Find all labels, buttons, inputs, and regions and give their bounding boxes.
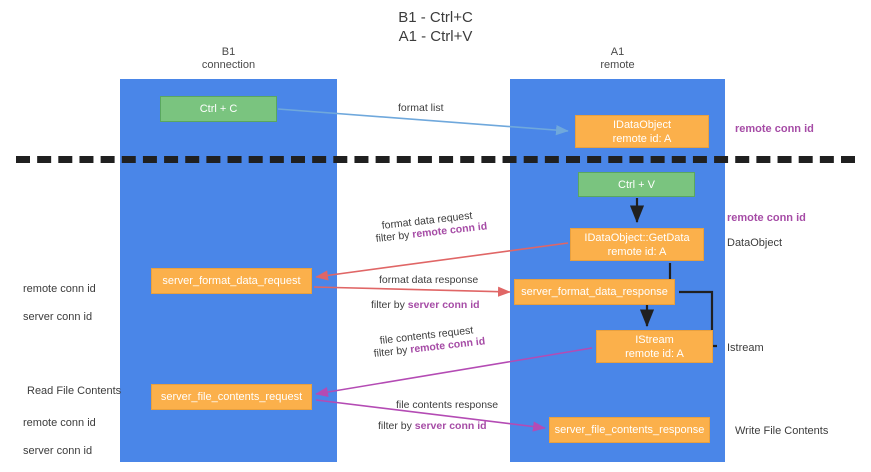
annotation-write-file-contents: Write File Contents (735, 425, 829, 437)
edge-label-format-list: format list (398, 102, 444, 114)
edge-label-file-contents-response-filter: filter by server conn id (378, 419, 487, 433)
edge-label-format-data-response-filter: filter by server conn id (371, 298, 480, 312)
node-server-file-contents-request[interactable]: server_file_contents_request (151, 384, 312, 410)
node-ctrl-v[interactable]: Ctrl + V (578, 172, 695, 197)
filter-prefix: filter by (375, 228, 414, 245)
filter-prefix: filter by (373, 343, 412, 360)
annotation-remote-conn-id-mid: remote conn id (727, 212, 806, 224)
filter-prefix: filter by (378, 420, 415, 432)
page-title: B1 - Ctrl+C A1 - Ctrl+V (398, 9, 473, 45)
filter-key-server-conn-id: server conn id (407, 299, 480, 311)
annotation-read-file-contents: Read File Contents (27, 385, 122, 397)
annotation-left-conn-ids-lower: remote conn id server conn id (23, 402, 96, 472)
annotation-server-conn-id-left-a: server conn id (23, 311, 93, 323)
lane-header-b1: B1 connection (201, 46, 256, 71)
node-istream[interactable]: IStream remote id: A (596, 330, 713, 363)
annotation-remote-conn-id-left-a: remote conn id (23, 283, 96, 295)
annotation-left-conn-ids-upper: remote conn id server conn id (23, 268, 96, 338)
lane-header-a1: A1 remote (600, 46, 635, 71)
node-server-file-contents-response[interactable]: server_file_contents_response (549, 417, 710, 443)
node-ctrl-c[interactable]: Ctrl + C (160, 96, 277, 122)
node-idataobject-getdata[interactable]: IDataObject::GetData remote id: A (570, 228, 704, 261)
node-idataobject[interactable]: IDataObject remote id: A (575, 115, 709, 148)
node-server-format-data-request[interactable]: server_format_data_request (151, 268, 312, 294)
arrow-format-data-response (313, 286, 511, 297)
annotation-istream: Istream (727, 342, 764, 354)
phase-divider (16, 156, 855, 163)
annotation-server-conn-id-left-b: server conn id (23, 445, 93, 457)
edge-label-format-data-response: format data response (379, 274, 479, 286)
annotation-dataobject: DataObject (727, 237, 783, 249)
filter-key-server-conn-id: server conn id (414, 420, 487, 432)
node-server-format-data-response[interactable]: server_format_data_response (514, 279, 675, 305)
edge-label-file-contents-response: file contents response (396, 399, 499, 411)
filter-prefix: filter by (371, 299, 408, 311)
annotation-remote-conn-id-top: remote conn id (735, 123, 814, 135)
annotation-remote-conn-id-left-b: remote conn id (23, 417, 96, 429)
